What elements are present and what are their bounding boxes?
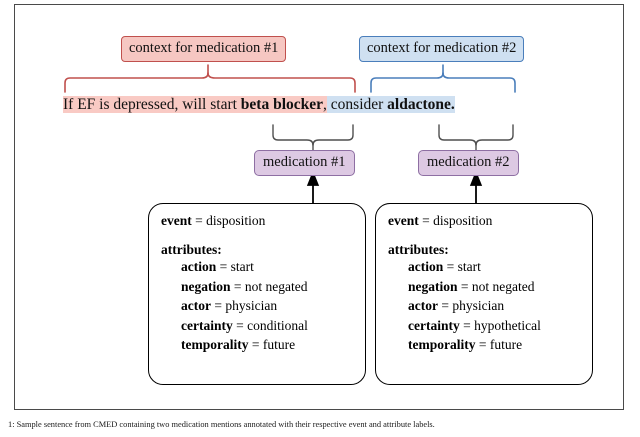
attribute-eq: = bbox=[446, 259, 455, 274]
attribute-eq: = bbox=[219, 259, 228, 274]
attributes-header-text: attributes: bbox=[388, 241, 449, 257]
event-key: event bbox=[388, 213, 419, 228]
event-line: event = disposition bbox=[388, 214, 580, 228]
attribute-value: future bbox=[262, 337, 296, 352]
attribute-key: temporality bbox=[408, 337, 476, 352]
context-label-medication-2: context for medication #2 bbox=[359, 36, 525, 62]
figure-caption: 1: Sample sentence from CMED containing … bbox=[8, 420, 435, 429]
attribute-value: start bbox=[457, 259, 481, 274]
attributes-header: attributes: bbox=[388, 241, 580, 257]
arrow-event-1 bbox=[306, 170, 320, 203]
attribute-row-temporality: temporality = future bbox=[161, 338, 353, 352]
medication-label-2: medication #2 bbox=[418, 150, 519, 176]
attribute-row-certainty: certainty = conditional bbox=[161, 317, 353, 333]
sentence-segment-red-tail: , bbox=[323, 96, 327, 113]
attribute-value: future bbox=[489, 337, 523, 352]
figure-frame: context for medication #1 context for me… bbox=[14, 4, 624, 410]
medication-label-1: medication #1 bbox=[254, 150, 355, 176]
attribute-eq: = bbox=[460, 278, 469, 294]
event-eq: = bbox=[195, 213, 203, 228]
event-box-1: event = disposition attributes: action =… bbox=[148, 203, 366, 385]
attribute-row-temporality: temporality = future bbox=[388, 338, 580, 352]
attributes-header: attributes: bbox=[161, 241, 353, 257]
attribute-value: start bbox=[230, 259, 254, 274]
event-line: event = disposition bbox=[161, 214, 353, 228]
attribute-eq: = bbox=[463, 317, 471, 333]
attribute-eq: = bbox=[214, 298, 222, 313]
attribute-key: certainty bbox=[181, 317, 233, 333]
attribute-value: not negated bbox=[471, 278, 535, 294]
attribute-row-action: action = start bbox=[388, 260, 580, 274]
attribute-key: temporality bbox=[181, 337, 249, 352]
attribute-row-certainty: certainty = hypothetical bbox=[388, 317, 580, 333]
attribute-eq: = bbox=[441, 298, 449, 313]
brace-context-1 bbox=[64, 64, 356, 93]
attribute-value: not negated bbox=[244, 278, 308, 294]
sentence-segment-medication-1: beta blocker bbox=[240, 96, 324, 113]
brace-medication-2 bbox=[438, 124, 514, 152]
attribute-key: actor bbox=[181, 298, 211, 313]
sentence-segment-medication-2: aldactone. bbox=[387, 96, 455, 113]
attribute-eq: = bbox=[233, 278, 242, 294]
brace-medication-1 bbox=[272, 124, 354, 152]
attribute-key: negation bbox=[408, 278, 458, 294]
attribute-row-action: action = start bbox=[161, 260, 353, 274]
attribute-value: physician bbox=[452, 298, 505, 313]
attribute-key: certainty bbox=[408, 317, 460, 333]
event-value: disposition bbox=[206, 213, 266, 228]
annotated-sentence: If EF is depressed, will start beta bloc… bbox=[63, 95, 455, 116]
brace-context-2 bbox=[370, 64, 516, 93]
event-box-2: event = disposition attributes: action =… bbox=[375, 203, 593, 385]
attribute-value: hypothetical bbox=[474, 317, 541, 333]
attribute-row-actor: actor = physician bbox=[161, 299, 353, 313]
attribute-key: action bbox=[408, 259, 444, 274]
attribute-row-negation: negation = not negated bbox=[388, 278, 580, 294]
attribute-eq: = bbox=[478, 337, 487, 352]
arrow-event-2 bbox=[469, 170, 483, 203]
event-key: event bbox=[161, 213, 192, 228]
attribute-value: conditional bbox=[247, 317, 308, 333]
event-value: disposition bbox=[433, 213, 493, 228]
attributes-header-text: attributes: bbox=[161, 241, 222, 257]
attribute-eq: = bbox=[236, 317, 244, 333]
attribute-key: negation bbox=[181, 278, 231, 294]
sentence-segment-blue-plain: consider bbox=[326, 96, 388, 113]
attribute-key: actor bbox=[408, 298, 438, 313]
attribute-key: action bbox=[181, 259, 217, 274]
context-label-medication-1: context for medication #1 bbox=[121, 36, 287, 62]
sentence-segment-red-plain: If EF is depressed, will start bbox=[63, 96, 241, 113]
attribute-eq: = bbox=[251, 337, 260, 352]
attribute-value: physician bbox=[225, 298, 278, 313]
attribute-row-actor: actor = physician bbox=[388, 299, 580, 313]
event-eq: = bbox=[422, 213, 430, 228]
attribute-row-negation: negation = not negated bbox=[161, 278, 353, 294]
